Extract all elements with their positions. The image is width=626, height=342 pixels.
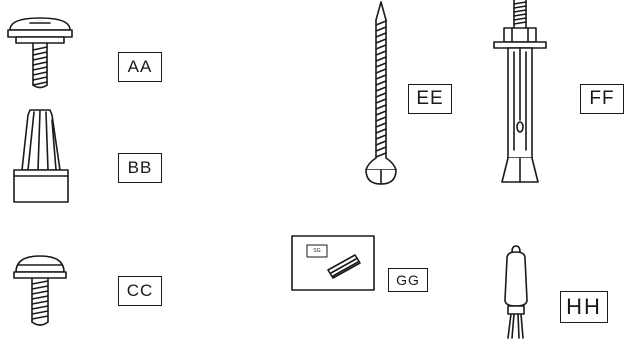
anchor-bolt-icon xyxy=(493,0,547,183)
label-ee: EE xyxy=(408,84,452,114)
label-aa: AA xyxy=(118,52,162,82)
label-hh: HH xyxy=(560,291,608,323)
pan-head-screw-with-washer-icon xyxy=(7,17,73,89)
label-bb: BB xyxy=(118,153,162,183)
wood-screw-icon xyxy=(365,1,397,185)
gauge-card-text: SG xyxy=(313,248,321,254)
pan-head-screw-icon xyxy=(13,255,67,326)
label-ff: FF xyxy=(580,84,624,114)
bulb-icon xyxy=(504,245,528,339)
wire-connector-icon xyxy=(13,109,69,203)
label-cc: CC xyxy=(118,276,162,306)
gauge-card-icon xyxy=(291,235,375,291)
label-gg: GG xyxy=(388,268,428,292)
